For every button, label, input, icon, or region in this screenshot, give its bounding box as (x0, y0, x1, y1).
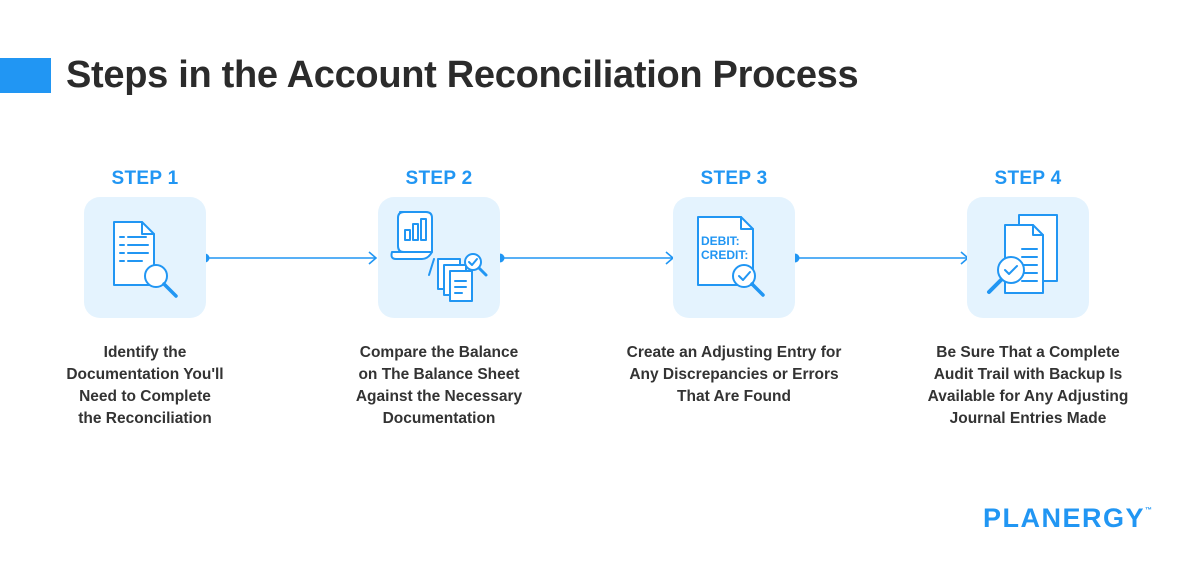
page-title: Steps in the Account Reconciliation Proc… (66, 54, 859, 96)
connector-3-4 (795, 251, 970, 265)
document-search-icon (113, 221, 178, 298)
step-3-description: Create an Adjusting Entry for Any Discre… (626, 344, 842, 405)
audit-trail-documents-icon (987, 214, 1058, 294)
debit-credit-check-icon: DEBIT: CREDIT: (697, 216, 765, 297)
connector-1-2 (205, 251, 378, 265)
step-2-label: STEP 2 (405, 168, 473, 189)
step-3-label: STEP 3 (700, 168, 768, 189)
chart-compare-documents-icon (390, 211, 488, 302)
step-1-label: STEP 1 (111, 168, 179, 189)
step-4-description: Be Sure That a Complete Audit Trail with… (927, 344, 1129, 427)
step-3-icon-box: DEBIT: CREDIT: (673, 197, 795, 318)
step-1-icon-box (84, 197, 206, 318)
step-2-description: Compare the Balance on The Balance Sheet… (355, 344, 523, 427)
step-2-icon-box (378, 197, 500, 318)
connector-2-3 (500, 251, 675, 265)
step-1-description: Identify the Documentation You'll Need t… (66, 344, 224, 427)
title-accent-bar (0, 58, 51, 93)
debit-text: DEBIT: (701, 234, 740, 248)
credit-text: CREDIT: (701, 248, 748, 262)
step-4-label: STEP 4 (994, 168, 1062, 189)
step-4-icon-box (967, 197, 1089, 318)
planergy-logo: PLANERGY™ (983, 503, 1153, 533)
